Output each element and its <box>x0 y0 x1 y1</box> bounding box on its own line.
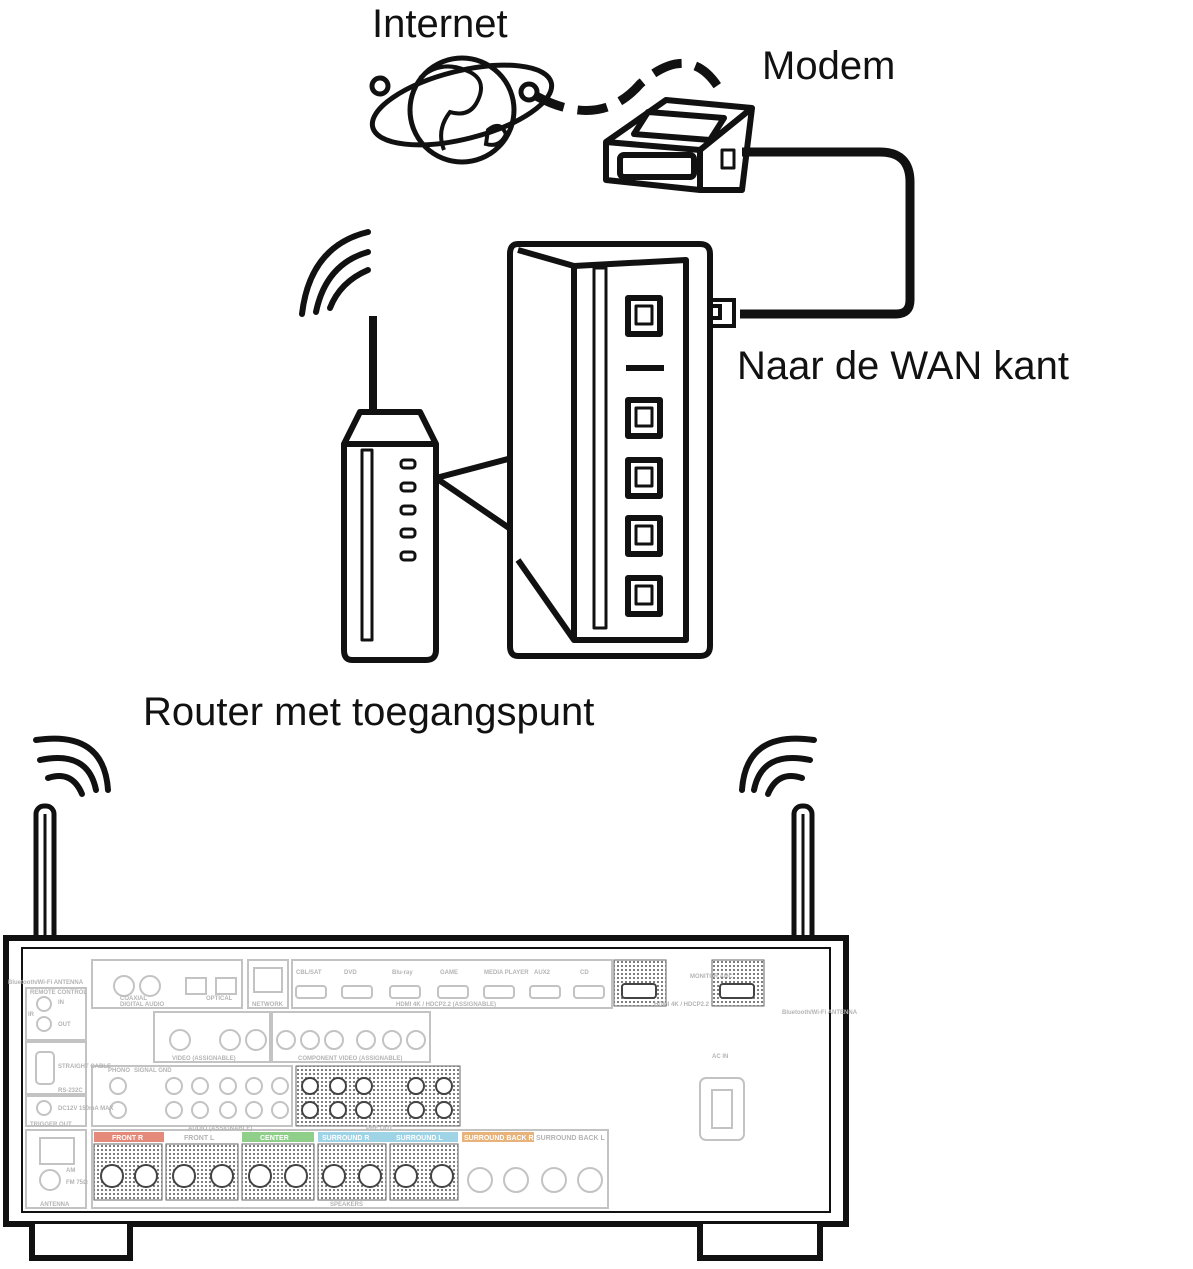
coaxial-label: COAXIAL <box>120 996 147 1002</box>
hdmi-input-4-label: GAME <box>440 970 458 976</box>
speaker-surround-back-l-label: SURROUND BACK L <box>536 1135 606 1142</box>
component-video-label: COMPONENT VIDEO (ASSIGNABLE) <box>298 1056 402 1062</box>
globe-icon <box>369 55 555 165</box>
callout-pointer <box>433 455 515 533</box>
modem-label: Modem <box>762 44 896 88</box>
lan-port-4 <box>625 575 663 617</box>
optical-label: OPTICAL <box>206 996 233 1002</box>
dc-out-label: DC12V 150mA MAX <box>58 1106 113 1112</box>
fm-label: FM 75Ω <box>66 1180 88 1186</box>
ir-out-label: OUT <box>58 1022 71 1028</box>
antenna-bottom-label: ANTENNA <box>40 1202 70 1208</box>
ir-label: IR <box>28 1012 35 1018</box>
hdmi-out-label: HDMI 4K / HDCP2.2 <box>654 1002 710 1008</box>
router-label: Router met toegangspunt <box>143 690 595 734</box>
router-back-panel <box>507 241 713 659</box>
signal-gnd-label: SIGNAL GND <box>134 1068 172 1074</box>
network-label: NETWORK <box>252 1002 284 1008</box>
hdmi-input-2-label: DVD <box>344 970 357 976</box>
speaker-front-l-label: FRONT L <box>184 1135 215 1142</box>
modem-icon <box>603 97 755 193</box>
speaker-surround-l-label: SURROUND L <box>396 1135 443 1142</box>
phono-label: PHONO <box>108 1068 130 1074</box>
front-r-band <box>94 1132 164 1142</box>
hdmi-input-7-label: CD <box>580 970 589 976</box>
receiver-wifi-signal-left-icon <box>33 735 111 797</box>
pre-out-label: PRE OUT <box>366 1126 393 1132</box>
center-band <box>242 1132 314 1142</box>
video-label: VIDEO (ASSIGNABLE) <box>172 1056 236 1062</box>
ir-in-label: IN <box>58 1000 64 1006</box>
hdmi-input-1-label: CBL/SAT <box>296 970 322 976</box>
wan-side-label: Naar de WAN kant <box>737 344 1069 388</box>
lan-port-2 <box>625 457 663 499</box>
audio-label: AUDIO (ASSIGNABLE) <box>188 1126 252 1132</box>
straight-cable-label: STRAIGHT CABLE <box>58 1064 111 1070</box>
wan-cable <box>740 147 915 319</box>
av-receiver: Bluetooth/Wi-Fi ANTENNA REMOTE CONTROL I… <box>3 935 858 1261</box>
am-label: AM <box>66 1168 75 1174</box>
antenna-right-label: Bluetooth/Wi-Fi ANTENNA <box>782 1010 858 1016</box>
digital-audio-label: DIGITAL AUDIO <box>120 1002 165 1008</box>
remote-control-label: REMOTE CONTROL <box>30 990 87 996</box>
hdmi-input-3-label: Blu-ray <box>392 970 413 976</box>
lan-port-1 <box>625 397 663 439</box>
ac-in-label: AC IN <box>712 1054 728 1060</box>
speaker-surround-r-label: SURROUND R <box>322 1135 369 1142</box>
surround-band <box>318 1132 458 1142</box>
speaker-center-label: CENTER <box>260 1135 289 1142</box>
monitor-arc-label: MONITOR ARC <box>690 974 733 980</box>
hdmi-in-label: HDMI 4K / HDCP2.2 (ASSIGNABLE) <box>396 1002 496 1008</box>
receiver-wifi-signal-right-icon <box>739 735 817 797</box>
antenna-left-label: Bluetooth/Wi-Fi ANTENNA <box>8 980 84 986</box>
trigger-out-label: TRIGGER OUT <box>30 1122 72 1128</box>
internet-label: Internet <box>372 2 508 46</box>
internet-link <box>533 58 724 115</box>
speaker-surround-back-r-label: SURROUND BACK R <box>464 1135 534 1142</box>
router-icon <box>341 316 439 663</box>
speakers-label: SPEAKERS <box>330 1202 363 1208</box>
surround-back-r-band <box>462 1132 534 1142</box>
lan-port-3 <box>625 515 663 557</box>
hdmi-input-6-label: AUX2 <box>534 970 551 976</box>
hdmi-input-5-label: MEDIA PLAYER <box>484 970 529 976</box>
router-wifi-signal-icon <box>299 229 371 317</box>
speaker-front-r-label: FRONT R <box>112 1135 143 1142</box>
rs232c-label: RS-232C <box>58 1088 83 1094</box>
wan-port <box>625 295 663 337</box>
